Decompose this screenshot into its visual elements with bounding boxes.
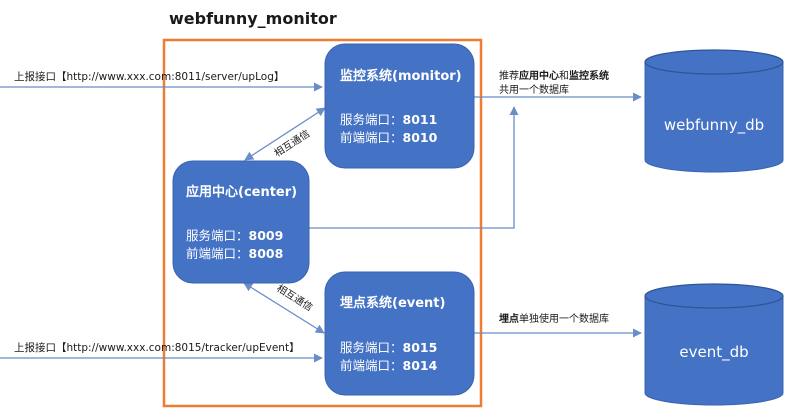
event-db-note: 埋点单独使用一个数据库 — [499, 312, 609, 325]
comm-arrow-center-event — [243, 282, 325, 334]
system-frame — [162, 38, 483, 408]
comm-arrow-monitor-center — [244, 107, 326, 161]
webfunny-db-label: webfunny_db — [664, 116, 764, 135]
webfunny-db-cylinder: webfunny_db — [644, 49, 784, 173]
center-db-connector — [308, 106, 519, 229]
shared-db-note-line2: 共用一个数据库 — [499, 83, 569, 96]
upload-label-event: 上报接口【http://www.xxx.com:8015/tracker/upE… — [14, 341, 300, 354]
event-service-port: 服务端口：8015 — [340, 340, 437, 355]
event-node: 埋点系统(event) 服务端口：8015 前端端口：8014 — [324, 271, 475, 396]
center-front-port: 前端端口：8008 — [186, 246, 283, 261]
shared-db-note-line1: 推荐应用中心和监控系统 — [499, 69, 609, 82]
center-title: 应用中心(center) — [186, 184, 297, 200]
monitor-node: 监控系统(monitor) 服务端口：8011 前端端口：8010 — [324, 43, 475, 169]
upload-label-monitor: 上报接口【http://www.xxx.com:8011/server/upLo… — [14, 70, 284, 83]
event-title: 埋点系统(event) — [340, 295, 445, 311]
monitor-title: 监控系统(monitor) — [340, 68, 462, 84]
center-service-port: 服务端口：8009 — [186, 228, 283, 243]
monitor-front-port: 前端端口：8010 — [340, 130, 438, 145]
center-node: 应用中心(center) 服务端口：8009 前端端口：8008 — [172, 160, 310, 284]
monitor-service-port: 服务端口：8011 — [340, 112, 437, 127]
event-front-port: 前端端口：8014 — [340, 358, 438, 373]
diagram-title: webfunny_monitor — [169, 9, 337, 28]
comm-label-top: 相互通信 — [272, 127, 313, 160]
event-db-cylinder: event_db — [644, 283, 784, 406]
event-db-label: event_db — [679, 343, 748, 362]
comm-label-bottom: 相互通信 — [274, 282, 315, 314]
